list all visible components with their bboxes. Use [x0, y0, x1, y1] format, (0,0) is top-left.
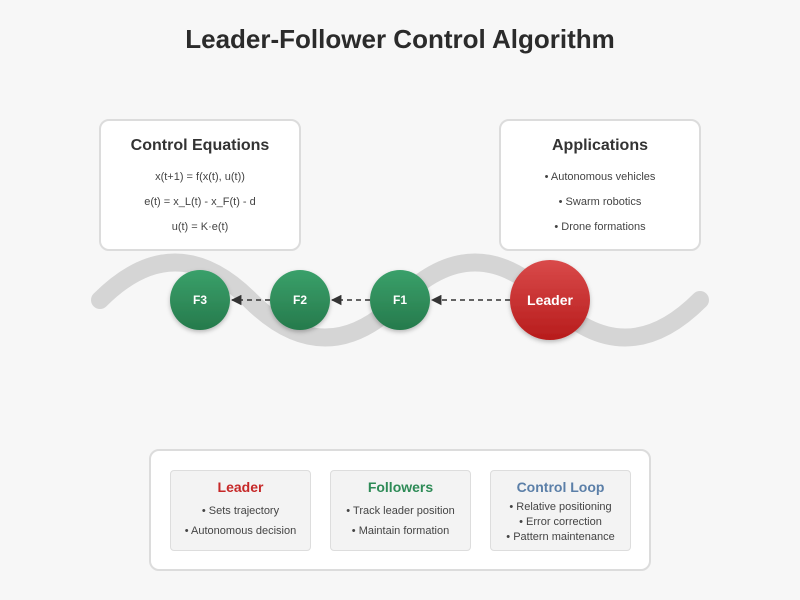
follower-node-f2-label: F2: [293, 293, 307, 307]
applications-title: Applications: [551, 137, 648, 154]
follower-node-f3-label: F3: [193, 293, 207, 307]
legend-control-loop-box: Control Loop • Relative positioning • Er…: [490, 470, 631, 551]
equation-state-update: x(t+1) = f(x(t), u(t)): [155, 171, 245, 183]
legend-control-loop-line: • Relative positioning: [509, 501, 612, 513]
legend-leader-title: Leader: [217, 479, 264, 495]
applications-card: Applications • Autonomous vehicles • Swa…: [499, 119, 701, 251]
legend-leader-line: • Sets trajectory: [201, 505, 280, 517]
equation-control-input: u(t) = K·e(t): [171, 221, 229, 233]
legend-control-loop-line: • Error correction: [519, 516, 602, 528]
application-swarm-robotics: • Swarm robotics: [558, 196, 642, 208]
leader-node: [510, 260, 590, 340]
control-equations-title: Control Equations: [130, 137, 270, 154]
legend-control-loop-title: Control Loop: [516, 479, 605, 495]
equation-error: e(t) = x_L(t) - x_F(t) - d: [144, 196, 256, 208]
control-equations-card: Control Equations x(t+1) = f(x(t), u(t))…: [99, 119, 301, 251]
legend-followers-title: Followers: [367, 479, 434, 495]
legend-panel: Leader • Sets trajectory • Autonomous de…: [149, 449, 651, 571]
leader-node-label: Leader: [527, 292, 573, 308]
legend-followers-line: • Track leader position: [346, 505, 455, 517]
follower-node-f1: [370, 270, 430, 330]
page-title: Leader-Follower Control Algorithm: [185, 24, 615, 54]
legend-followers-box: Followers • Track leader position • Main…: [330, 470, 471, 551]
legend-leader-box: Leader • Sets trajectory • Autonomous de…: [170, 470, 311, 551]
follower-node-f1-label: F1: [393, 293, 407, 307]
follower-node-f2: [270, 270, 330, 330]
legend-followers-line: • Maintain formation: [351, 525, 450, 537]
legend-control-loop-line: • Pattern maintenance: [506, 531, 615, 543]
legend-leader-line: • Autonomous decision: [184, 525, 297, 537]
follower-node-f3: [170, 270, 230, 330]
application-drone-formations: • Drone formations: [554, 221, 646, 233]
application-autonomous-vehicles: • Autonomous vehicles: [544, 171, 656, 183]
